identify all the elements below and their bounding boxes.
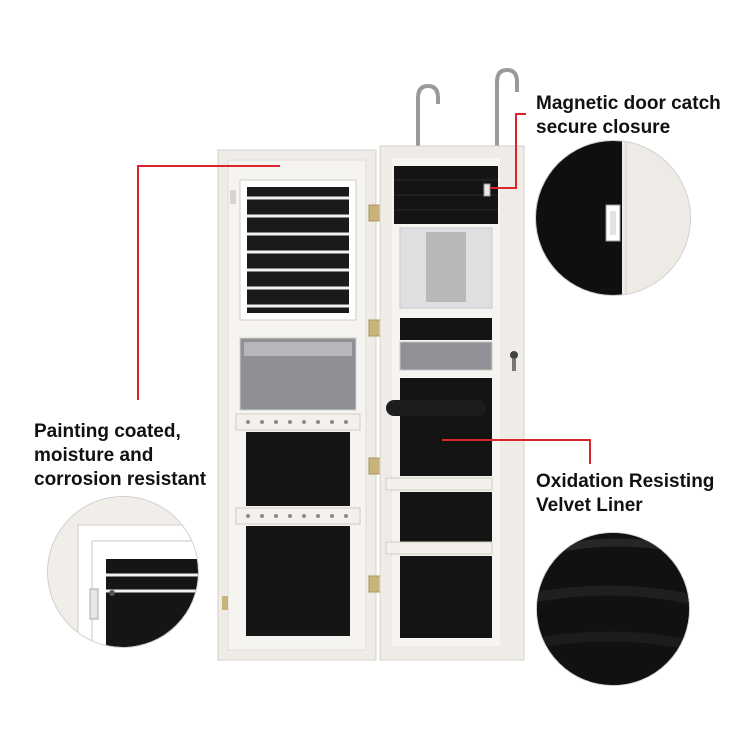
detail-magnetic-catch [535, 140, 691, 296]
velvet-liner-label: Oxidation Resisting Velvet Liner [536, 471, 715, 516]
detail-painted-frame [47, 496, 199, 648]
painting-coated-label: Painting coated, moisture and corrosion … [34, 421, 207, 490]
over-door-hooks [416, 67, 519, 162]
cabinet-body [379, 145, 525, 661]
detail-velvet-liner [536, 532, 690, 686]
open-door [217, 149, 377, 661]
leader-lines [137, 113, 591, 464]
magnetic-catch-label: Magnetic door catch secure closure [536, 93, 721, 138]
